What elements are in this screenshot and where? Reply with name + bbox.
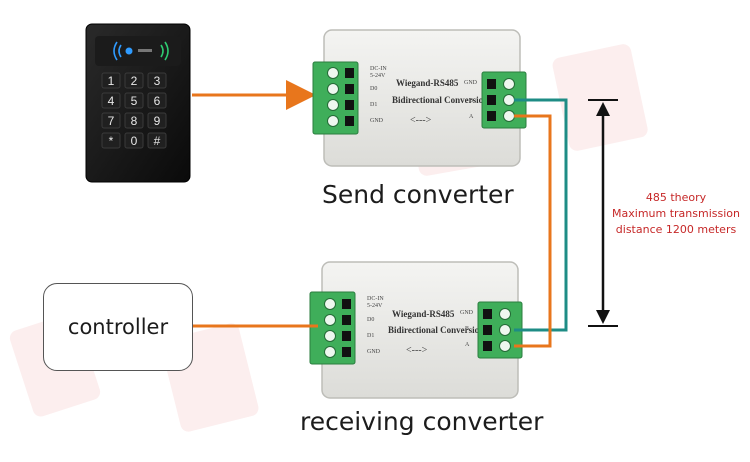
keypad-key-bg [124, 92, 144, 109]
send-pin-gnd: GND [370, 118, 384, 124]
keypad-key-label: # [154, 134, 161, 148]
recv-left-terminals [324, 298, 351, 358]
send-pin-d0: D0 [370, 86, 377, 92]
distance-note-line1: 485 theory [645, 191, 707, 204]
recv-pin-d1: D1 [367, 333, 374, 339]
receiving-converter-caption: receiving converter [300, 407, 544, 436]
keypad-reader: 1 2 3 4 5 6 7 8 9 * 0 # [85, 23, 191, 183]
distance-note: 485 theory Maximum transmission distance… [606, 190, 746, 238]
recv-pin-r-b: B [465, 326, 469, 332]
recv-title: Wiegand-RS485 [392, 309, 455, 319]
recv-pin-dcin: DC-IN [367, 296, 384, 302]
distance-note-line3: distance 1200 meters [615, 223, 737, 236]
keypad-key-bg [124, 112, 144, 129]
send-pin-5-24v: 5-24V [370, 73, 386, 79]
keypad-key-bg [147, 92, 167, 109]
recv-pin-5-24v: 5-24V [367, 303, 383, 309]
keypad-key-label: 5 [131, 94, 138, 108]
send-title: Wiegand-RS485 [396, 78, 459, 88]
distance-note-line2: Maximum transmission [612, 207, 740, 220]
keypad-key-bg [147, 112, 167, 129]
send-arrows: <---> [410, 115, 432, 126]
keypad-keys: 1 2 3 4 5 6 7 8 9 * 0 # [101, 72, 167, 149]
recv-pin-r-a: A [465, 342, 470, 348]
receiving-converter: DC-IN 5-24V D0 D1 GND Wiegand-RS485 Bidi… [309, 261, 523, 399]
rfid-wave-icon [113, 41, 169, 61]
keypad-key-bg [124, 72, 144, 89]
keypad-key-label: 7 [108, 114, 115, 128]
keypad-key-label: 9 [154, 114, 161, 128]
recv-subtitle: Bidirectional Conversion [388, 325, 484, 335]
keypad-key-bg [101, 92, 121, 109]
recv-right-terminals [483, 308, 511, 352]
recv-arrows: <---> [406, 345, 428, 356]
rs485-wire-b [514, 98, 568, 332]
send-converter-caption: Send converter [322, 180, 514, 209]
keypad-key-bg [101, 132, 121, 149]
keypad-key-bg [124, 132, 144, 149]
keypad-key-label: 8 [131, 114, 138, 128]
recv-pin-d0: D0 [367, 317, 374, 323]
distance-indicator [588, 99, 618, 327]
send-left-terminals [327, 67, 354, 127]
keypad-key-bg [101, 112, 121, 129]
keypad-key-label: 1 [108, 74, 115, 88]
send-subtitle: Bidirectional Conversion [392, 95, 488, 105]
send-pin-r-a: A [469, 114, 474, 120]
keypad-key-label: 4 [108, 94, 115, 108]
keypad-key-bg [147, 72, 167, 89]
send-pin-dcin: DC-IN [370, 66, 387, 72]
keypad-key-label: 0 [131, 134, 138, 148]
recv-pin-r-gnd: GND [460, 310, 474, 316]
keypad-key-bg [101, 72, 121, 89]
recv-pin-gnd: GND [367, 349, 381, 355]
controller-box: controller [43, 283, 193, 371]
keypad-key-label: 3 [154, 74, 161, 88]
send-converter: DC-IN 5-24V D0 D1 GND Wiegand-RS485 Bidi… [312, 29, 527, 167]
send-pin-d1: D1 [370, 102, 377, 108]
send-pin-r-gnd: GND [464, 80, 478, 86]
keypad-key-bg [147, 132, 167, 149]
controller-label: controller [67, 315, 169, 339]
send-pin-r-b: B [469, 98, 473, 104]
rs485-wire-a [514, 114, 552, 348]
keypad-key-label: * [109, 134, 114, 148]
keypad-key-label: 6 [154, 94, 161, 108]
keypad-key-label: 2 [131, 74, 138, 88]
send-right-terminals [487, 78, 515, 122]
